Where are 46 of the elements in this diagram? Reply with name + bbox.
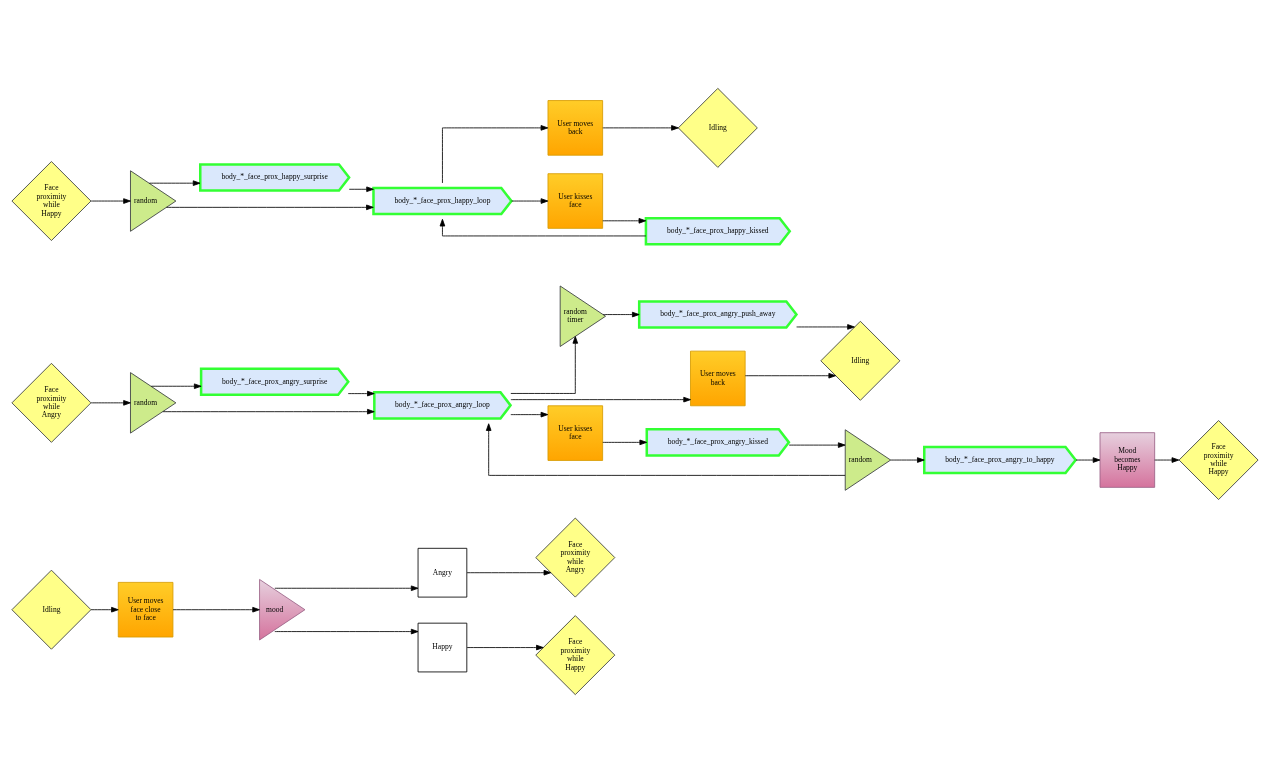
arrow	[602, 218, 647, 224]
node-diamond: Face proximity while Angry	[535, 517, 616, 598]
arrow	[1154, 457, 1180, 463]
arrow	[90, 606, 119, 613]
node-box: User kisses face	[547, 405, 604, 461]
arrow	[442, 125, 549, 184]
arrow	[439, 218, 647, 237]
node-diamond: Face proximity while Happy	[11, 161, 92, 241]
arrow	[602, 311, 640, 318]
arrow	[148, 180, 201, 186]
node-box: User moves face close to face	[117, 581, 174, 638]
arrow	[485, 423, 846, 476]
node-diamond: Face proximity while Angry	[11, 362, 92, 443]
node-box: Mood becomes Happy	[1099, 432, 1156, 488]
arrow	[744, 372, 836, 379]
arrow	[274, 585, 419, 592]
arrow	[796, 324, 855, 330]
arrow	[510, 396, 691, 403]
arrow	[511, 198, 549, 204]
arrow	[166, 204, 374, 211]
arrow	[466, 644, 544, 651]
arrow	[90, 400, 131, 406]
arrow	[1075, 457, 1101, 463]
arrow	[510, 336, 579, 394]
arrow	[162, 408, 375, 415]
arrow	[347, 390, 375, 397]
arrow	[348, 186, 374, 193]
arrow	[890, 457, 925, 463]
node-box: User moves back	[547, 100, 604, 156]
node-diamond: Idling	[820, 320, 901, 401]
arrow	[602, 439, 648, 446]
node-box: Angry	[417, 547, 468, 598]
arrow	[274, 628, 419, 635]
node-box: Happy	[417, 622, 468, 673]
node-diamond: Idling	[677, 87, 758, 168]
arrow	[90, 198, 131, 204]
arrow	[150, 383, 202, 390]
arrow	[788, 442, 846, 448]
node-box: User kisses face	[547, 173, 604, 229]
arrow	[510, 411, 549, 418]
node-box: User moves back	[690, 350, 746, 407]
node-diamond: Face proximity while Happy	[1178, 420, 1259, 500]
arrow	[466, 569, 552, 576]
arrow	[602, 125, 679, 131]
arrow	[172, 606, 260, 613]
node-diamond: Idling	[11, 569, 92, 650]
